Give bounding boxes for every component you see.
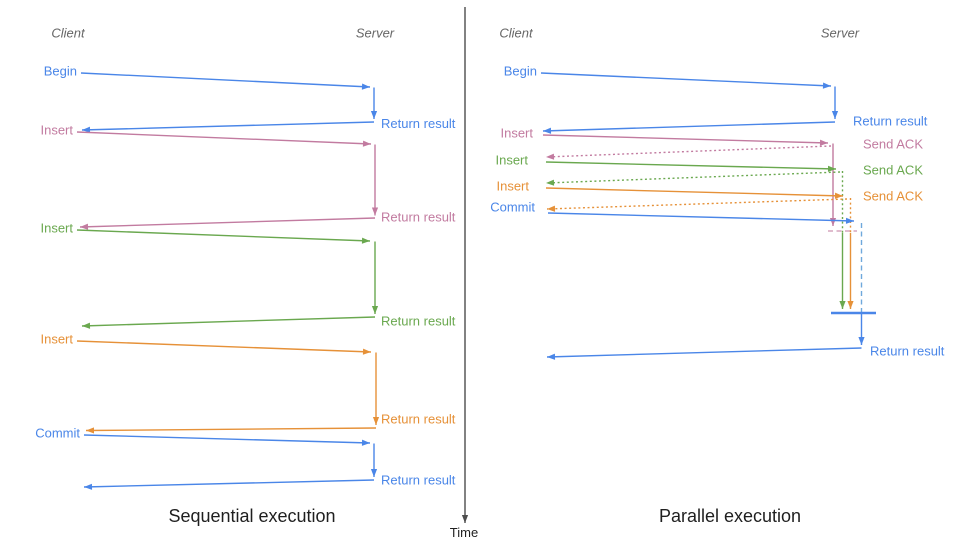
par-commit-response-arrow-head xyxy=(547,353,556,360)
par-commit-exec-line-head xyxy=(858,337,865,345)
par-commit-return-label: Return result xyxy=(870,344,945,359)
seq-insert2-exec-line-head xyxy=(371,306,379,314)
seq-insert1-response-arrow xyxy=(79,217,376,228)
par-begin-request-arrow-head xyxy=(822,82,831,89)
par-begin-response-arrow-head xyxy=(543,127,552,134)
seq-commit-response-arrow xyxy=(83,479,375,488)
seq-insert3-response-arrow xyxy=(85,427,377,432)
par-insert1-request-arrow-head xyxy=(819,139,828,146)
time-axis-label: Time xyxy=(450,525,478,540)
seq-insert3-exec-line-head xyxy=(372,417,380,425)
par-insert2-request-arrow xyxy=(545,161,837,170)
seq-begin-return-label: Return result xyxy=(381,116,456,131)
par-insert3-ack-arrow-head xyxy=(547,205,556,212)
seq-commit-return-label: Return result xyxy=(381,473,456,488)
seq-begin-request-arrow xyxy=(80,72,371,88)
seq-begin-response-arrow xyxy=(81,121,375,131)
seq-insert3-label: Insert xyxy=(40,332,73,347)
seq-insert2-response-arrow-head xyxy=(82,322,91,329)
par-insert1-request-arrow xyxy=(542,134,829,144)
par-commit-label: Commit xyxy=(490,200,535,215)
par-insert1-label: Insert xyxy=(500,126,533,141)
par-insert2-ack-label: Send ACK xyxy=(863,163,923,178)
par-commit-request-arrow xyxy=(547,212,855,222)
seq-commit-label: Commit xyxy=(35,426,80,441)
par-begin-response-arrow xyxy=(542,121,836,132)
par-insert2-label: Insert xyxy=(495,153,528,168)
par-begin-request-arrow xyxy=(540,72,832,87)
sequential-title: Sequential execution xyxy=(168,506,335,526)
par-insert1-ack-arrow xyxy=(545,145,832,158)
par-begin-return-label: Return result xyxy=(853,114,928,129)
seq-insert1-return-label: Return result xyxy=(381,210,456,225)
seq-begin-request-arrow-head xyxy=(361,83,370,90)
seq-insert2-request-arrow xyxy=(76,229,371,242)
seq-server-header: Server xyxy=(356,26,395,41)
seq-insert1-response-arrow-head xyxy=(80,223,89,230)
par-insert2-request-arrow-head xyxy=(827,165,836,172)
seq-insert3-return-label: Return result xyxy=(381,412,456,427)
seq-insert1-request-arrow xyxy=(76,131,372,145)
seq-insert1-label: Insert xyxy=(40,123,73,138)
seq-insert3-request-arrow xyxy=(76,340,372,353)
par-insert3-ack-label: Send ACK xyxy=(863,189,923,204)
par-commit-request-arrow-head xyxy=(845,217,854,224)
par-commit-response-arrow xyxy=(546,347,862,358)
seq-insert3-request-arrow-head xyxy=(362,348,371,355)
par-insert1-ack-label: Send ACK xyxy=(863,137,923,152)
time-axis-line-head xyxy=(461,515,469,523)
par-insert2-ack-arrow-head xyxy=(546,179,555,186)
seq-commit-exec-line-head xyxy=(370,469,378,477)
seq-begin-exec-line-head xyxy=(370,111,378,119)
seq-insert2-request-arrow-head xyxy=(361,237,370,244)
seq-insert2-label: Insert xyxy=(40,221,73,236)
par-client-header: Client xyxy=(499,26,534,41)
seq-begin-label: Begin xyxy=(44,64,77,79)
seq-commit-response-arrow-head xyxy=(84,483,93,490)
seq-insert3-response-arrow-head xyxy=(86,427,95,434)
par-insert3-exec-line-head xyxy=(847,301,854,309)
par-insert2-exec-line-head xyxy=(839,301,846,309)
par-insert1-exec-line-head xyxy=(829,218,837,226)
par-insert3-label: Insert xyxy=(496,179,529,194)
seq-insert1-request-arrow-head xyxy=(362,140,371,147)
seq-commit-request-arrow xyxy=(83,434,371,444)
par-insert3-ack-arrow xyxy=(546,198,848,210)
parallel-title: Parallel execution xyxy=(659,506,801,526)
par-begin-label: Begin xyxy=(504,64,537,79)
par-insert3-request-arrow-head xyxy=(834,192,843,199)
par-server-header: Server xyxy=(821,26,860,41)
par-insert1-ack-arrow-head xyxy=(546,153,555,160)
par-insert2-ack-arrow xyxy=(545,171,841,184)
seq-insert2-response-arrow xyxy=(81,316,376,327)
seq-insert1-exec-line-head xyxy=(371,207,379,216)
seq-begin-response-arrow-head xyxy=(82,126,91,133)
par-insert3-request-arrow xyxy=(545,187,844,197)
par-begin-exec-line-head xyxy=(831,111,839,119)
seq-client-header: Client xyxy=(51,26,86,41)
seq-commit-request-arrow-head xyxy=(361,439,370,446)
seq-insert2-return-label: Return result xyxy=(381,314,456,329)
